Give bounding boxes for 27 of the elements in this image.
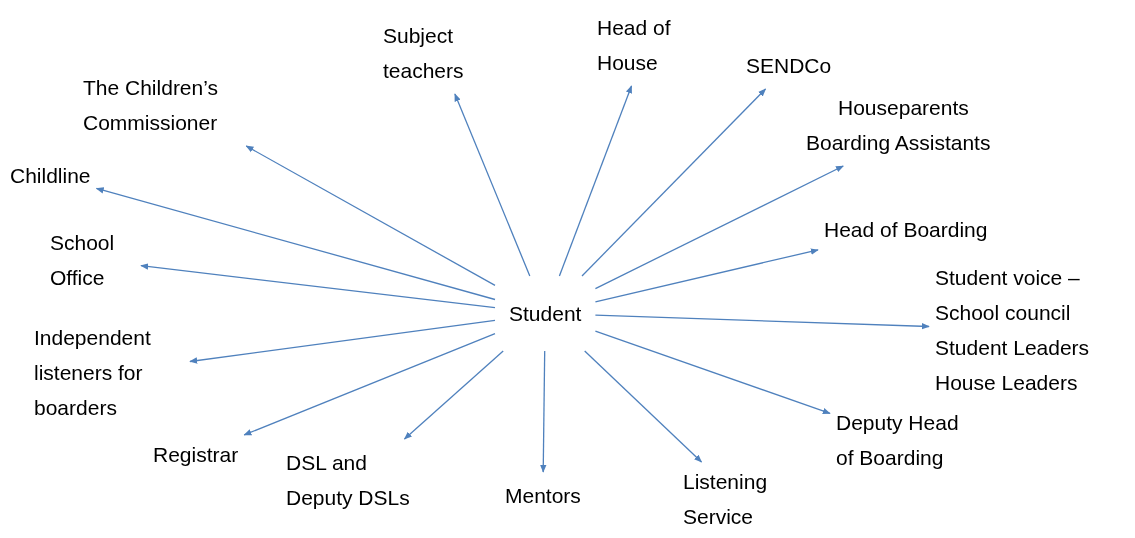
contact-label: DSL and Deputy DSLs — [280, 439, 437, 521]
contact-label: Head of Boarding — [818, 206, 994, 253]
contact-label: Head of House — [591, 4, 703, 86]
arrow — [95, 187, 496, 301]
contact-label: Childline — [4, 152, 97, 199]
arrow — [243, 333, 496, 436]
contact-label: School Office — [44, 219, 141, 301]
arrow — [594, 248, 819, 303]
arrow — [558, 85, 633, 277]
arrow — [594, 314, 930, 330]
arrow — [454, 93, 531, 277]
contact-label: Mentors — [499, 472, 587, 519]
arrow — [594, 330, 831, 415]
arrow — [245, 145, 496, 287]
contact-label: Registrar — [147, 431, 245, 478]
contact-label: Subject teachers — [377, 12, 499, 94]
arrow — [594, 165, 844, 290]
arrow — [540, 350, 547, 473]
arrow — [140, 263, 496, 309]
arrow — [189, 319, 496, 364]
arrow — [584, 350, 703, 463]
contact-label: The Children’s Commissioner — [77, 64, 269, 146]
contact-label: Independent listeners for boarders — [28, 314, 190, 431]
center-label: Student — [495, 276, 596, 351]
arrow — [581, 88, 767, 277]
arrow — [403, 350, 504, 440]
contact-label: Listening Service — [681, 462, 800, 536]
